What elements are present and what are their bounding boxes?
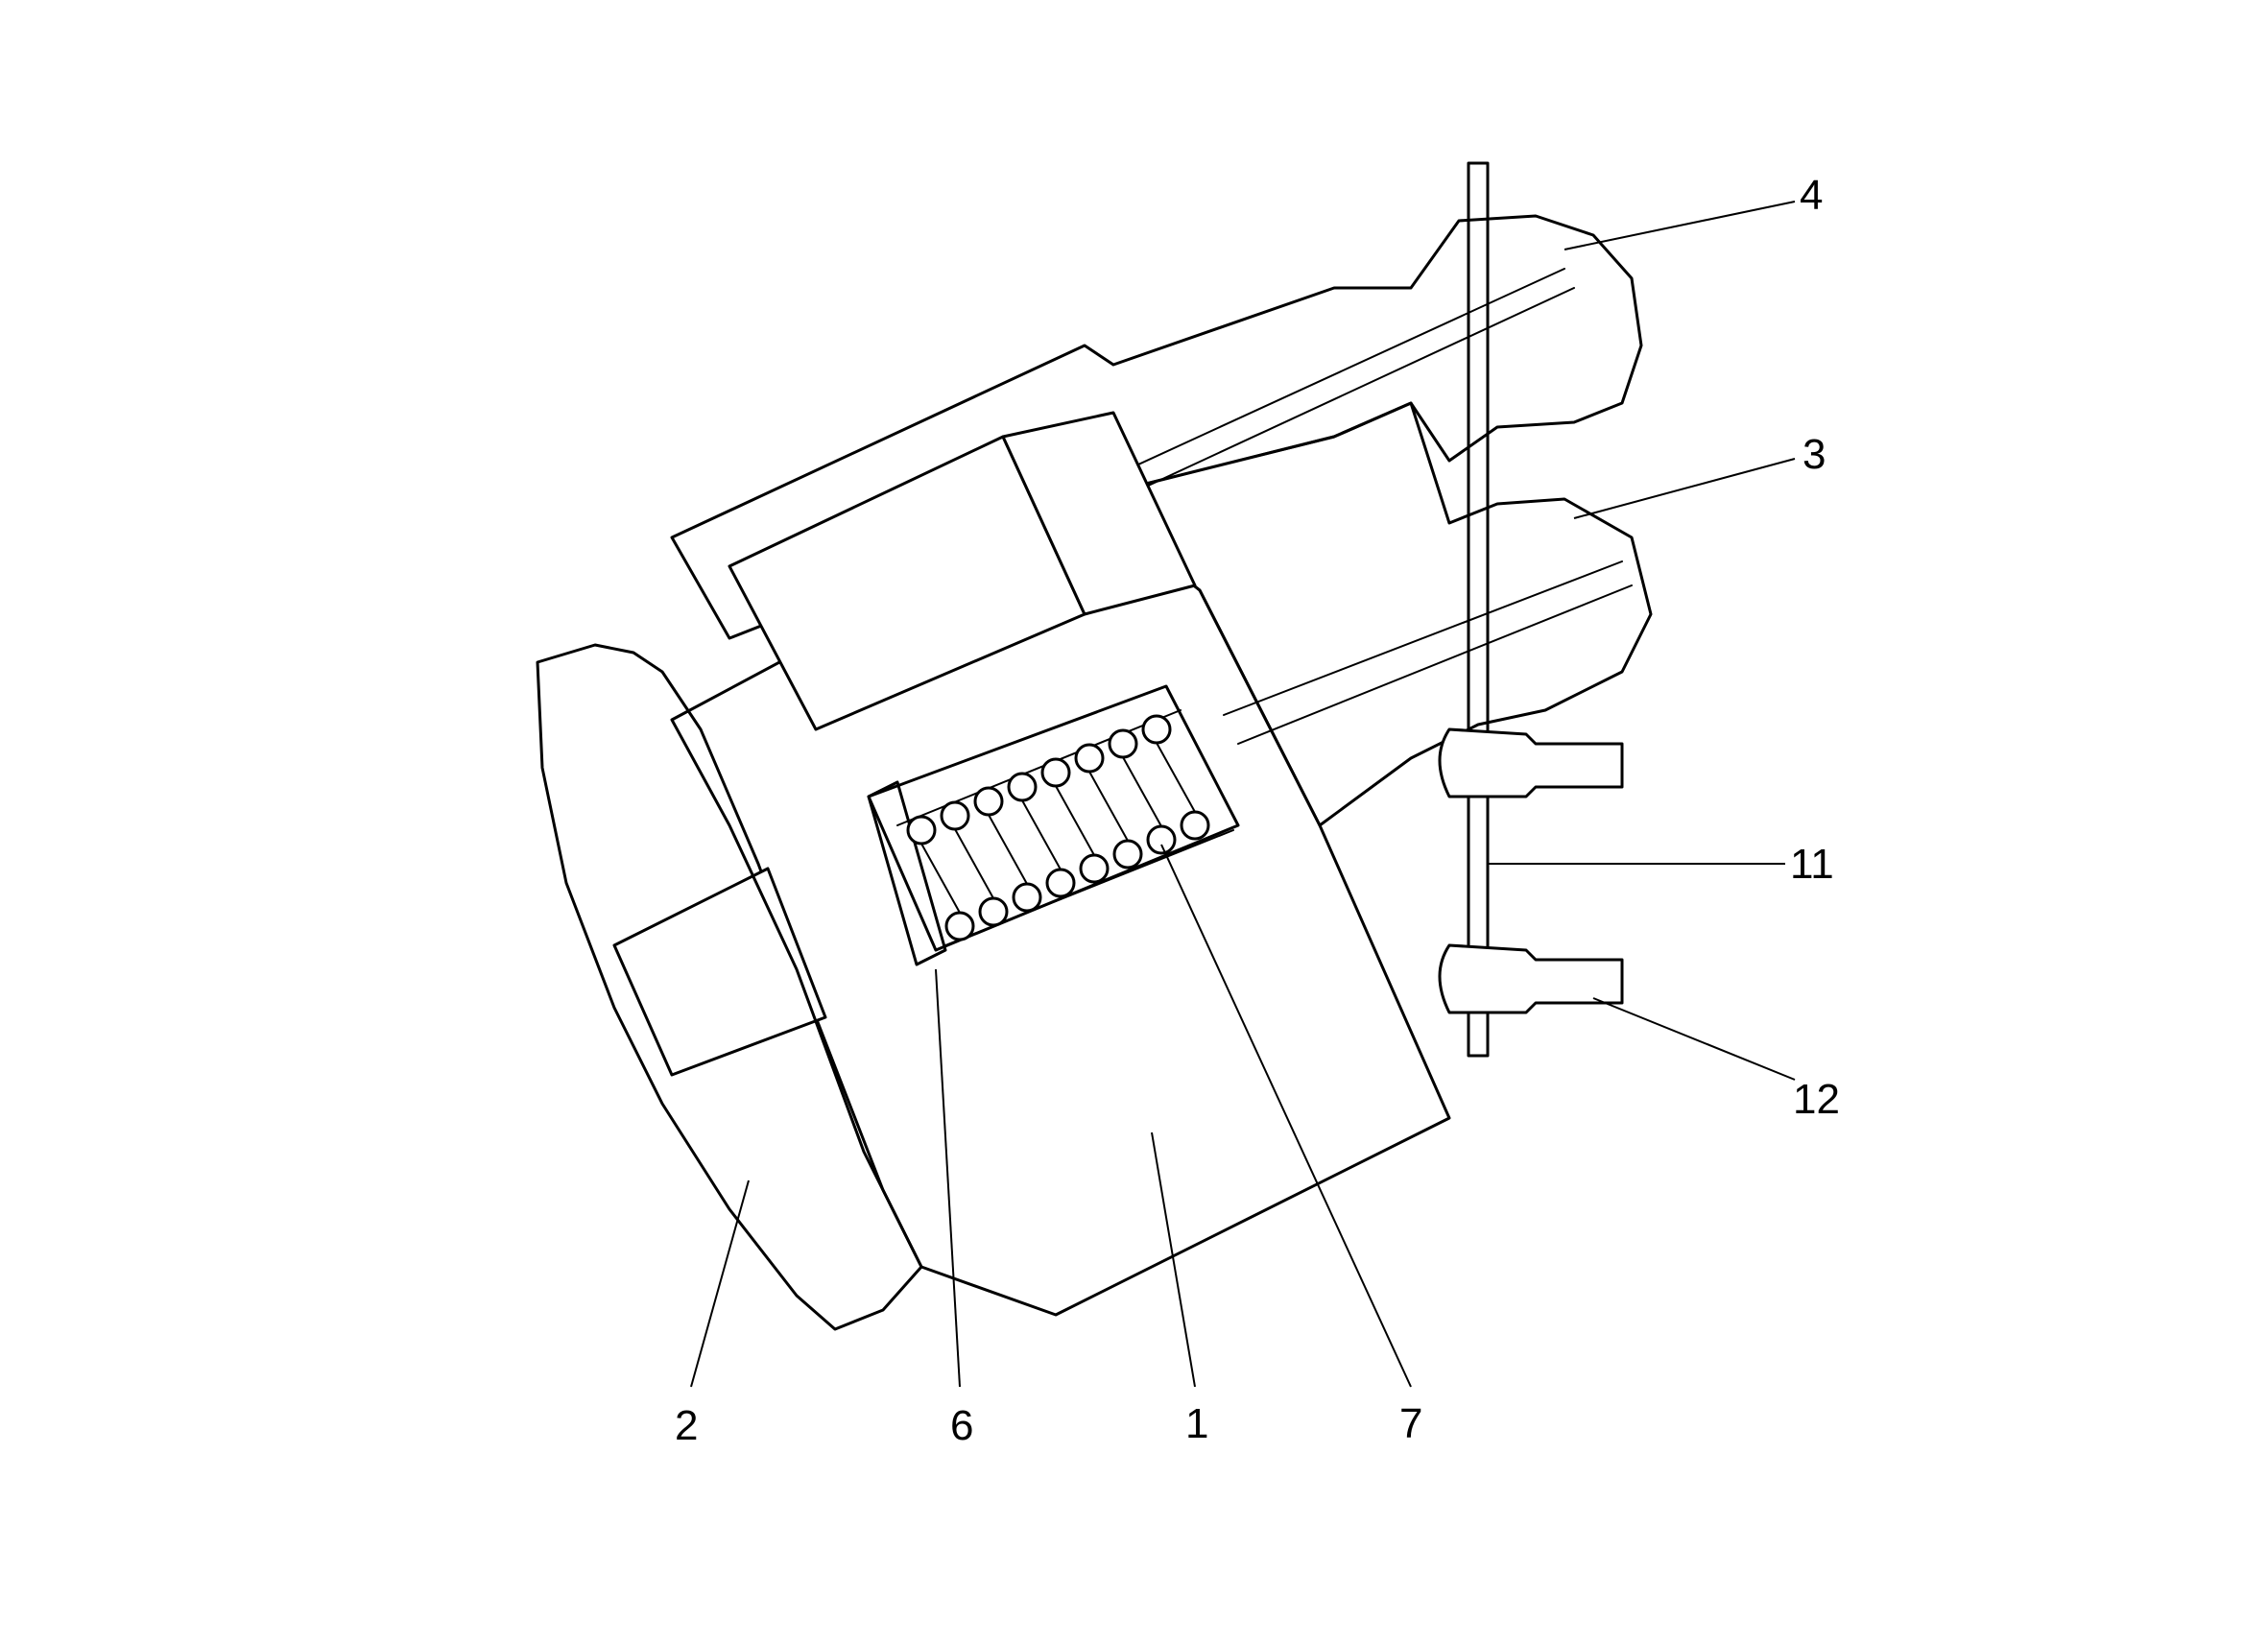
front-body-part-2 xyxy=(536,643,923,1331)
label-4: 4 xyxy=(1800,172,1823,219)
label-1: 1 xyxy=(1185,1400,1208,1447)
label-2: 2 xyxy=(675,1402,698,1449)
label-3: 3 xyxy=(1802,431,1826,478)
label-11: 11 xyxy=(1790,841,1834,888)
label-7: 7 xyxy=(1399,1400,1422,1447)
coil-spring-part-7 xyxy=(896,709,1234,946)
mounting-plate-part-11 xyxy=(1467,161,1490,1058)
leader-lines xyxy=(690,201,1796,1388)
terminals-part-12 xyxy=(1438,727,1624,1014)
label-12: 12 xyxy=(1793,1076,1840,1123)
spring-seat-part-6 xyxy=(867,780,947,966)
sleeve xyxy=(728,411,1197,731)
label-6: 6 xyxy=(950,1402,973,1449)
contact-pin-part-3 xyxy=(1083,401,1653,827)
